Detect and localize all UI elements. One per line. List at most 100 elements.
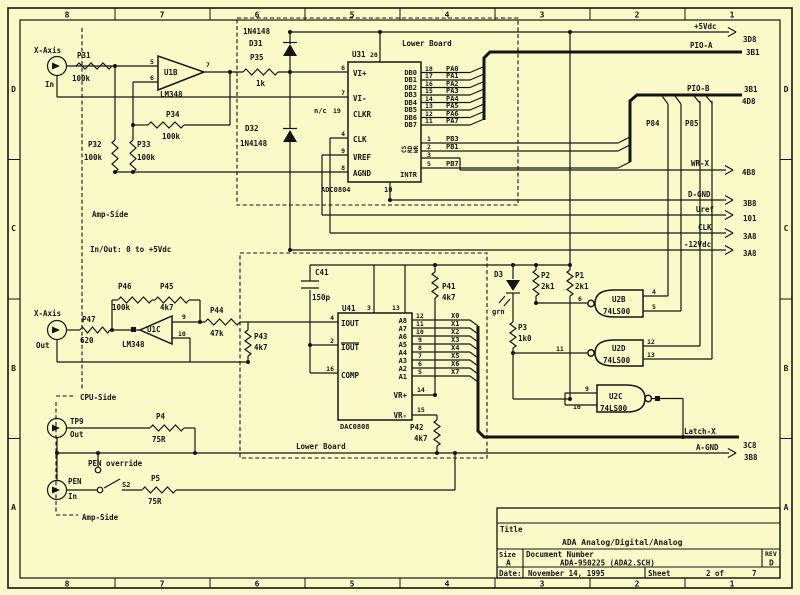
r-p2: P2 (541, 271, 550, 280)
board-boundaries (55, 17, 519, 516)
amp-side-bottom: Amp-Side (82, 513, 119, 522)
dac-a4: A4 (399, 349, 407, 357)
dac-pin16: 16 (326, 365, 334, 373)
net-pa3: PA3 (446, 87, 459, 95)
dac-vrp: VR+ (393, 391, 407, 400)
nand-u2d[interactable] (594, 339, 644, 367)
r-p33-val: 100k (137, 153, 156, 162)
opamp-u1c[interactable] (138, 314, 173, 346)
d31-ref: D31 (249, 39, 263, 48)
connector-tp9[interactable] (46, 417, 68, 439)
resistor-p46[interactable] (117, 296, 153, 304)
dac-a3: A3 (399, 357, 407, 365)
resistor-p31[interactable] (75, 62, 113, 70)
r-p5: P5 (151, 474, 160, 483)
tp9-label: TP9 (70, 417, 84, 426)
dac-pin15: 15 (417, 406, 425, 414)
resistor-p35[interactable] (242, 68, 279, 76)
connector-x-axis-in[interactable] (46, 55, 68, 77)
u1b-pin5: 5 (150, 58, 154, 66)
tp9-sub: Out (70, 430, 84, 439)
size-value: A (506, 559, 511, 568)
resistor-p33[interactable] (129, 139, 137, 173)
resistor-p41[interactable] (430, 271, 440, 299)
zone-bottom-7: 7 (160, 580, 165, 589)
resistor-p1[interactable] (565, 269, 575, 297)
r-p46: P46 (118, 282, 132, 291)
led-d3[interactable] (506, 280, 520, 291)
resistor-p34[interactable] (147, 121, 185, 129)
connector-pen-in[interactable] (46, 479, 68, 501)
resistor-p32[interactable] (111, 139, 119, 173)
net-pio-a: PIO-A (690, 41, 713, 50)
junction-dot (511, 263, 515, 267)
u2d-pin12: 12 (647, 338, 655, 346)
adc-p3: 3 (427, 151, 431, 159)
r-p3-val: 1k0 (518, 334, 532, 343)
adc-db1: DB1 (404, 76, 417, 84)
ref-12vdc: 3A8 (743, 249, 757, 258)
diode-d32[interactable] (283, 130, 297, 142)
r-p2-val: 2k1 (541, 282, 555, 291)
zone-bottom-8: 8 (65, 580, 70, 589)
net-a-gnd: A-GND (696, 443, 719, 452)
zone-left-C: C (11, 224, 16, 233)
dac-p8: 8 (418, 344, 422, 352)
adc-db7: DB7 (404, 121, 417, 129)
d3-ref: D3 (494, 270, 504, 279)
switch-s2-terminal[interactable] (96, 486, 104, 494)
adc-pin19: 19 (333, 107, 341, 115)
junction-dot (568, 30, 572, 34)
zone-left-A: A (11, 503, 16, 512)
pen-override-terminal[interactable] (94, 466, 102, 474)
resistor-p45[interactable] (154, 296, 190, 304)
adc0804-body[interactable] (347, 61, 422, 183)
opamp-u1c-output-marker (131, 327, 136, 332)
pio-b-bus (628, 93, 742, 162)
net-pa2: PA2 (446, 80, 459, 88)
r-p47: P47 (82, 315, 96, 324)
ref-pio-b1: 3B1 (744, 85, 758, 94)
adc-cs: CS (401, 145, 408, 153)
dac0808-body[interactable] (337, 312, 413, 421)
nand-u2b[interactable] (594, 289, 644, 318)
opamp-u1b[interactable] (157, 54, 207, 92)
resistor-p3[interactable] (508, 321, 518, 349)
resistor-p44[interactable] (204, 318, 241, 326)
connector-x-axis-out[interactable] (46, 319, 68, 341)
title-block: Title ADA Analog/Digital/Analog Size A D… (496, 507, 781, 579)
net-pio-b: PIO-B (687, 84, 710, 93)
adc-part: ADC0804 (321, 186, 351, 194)
junction-dot (568, 263, 572, 267)
adc-clkr: CLKR (353, 110, 372, 119)
r-p41-val: 4k7 (442, 293, 456, 302)
u2d-pin11: 11 (556, 345, 564, 353)
junction-dot (198, 320, 202, 324)
resistor-p47[interactable] (79, 326, 111, 334)
dac-p10: 10 (416, 328, 424, 336)
diode-d31[interactable] (283, 44, 297, 56)
ref-d-gnd: 3B8 (743, 199, 757, 208)
d3-color: grn (492, 308, 505, 316)
junction-dot (55, 451, 59, 455)
adc-pin7: 7 (341, 89, 345, 97)
resistor-p43[interactable] (243, 329, 253, 357)
u1b-pin6: 6 (150, 74, 154, 82)
adc-p17: 17 (425, 72, 433, 80)
resistor-p2[interactable] (531, 269, 541, 297)
resistor-p5[interactable] (141, 486, 177, 494)
adc-db2: DB2 (404, 84, 417, 92)
net-clk: CLK (698, 223, 712, 232)
adc-intr: INTR (400, 171, 418, 179)
resistor-p42[interactable] (432, 419, 442, 447)
resistor-p4[interactable] (149, 424, 185, 432)
nand-u2c-output-marker (655, 396, 660, 401)
dac-p6: 6 (418, 360, 422, 368)
x-axis-in-sub: In (45, 80, 54, 89)
u2b-pin4: 4 (652, 288, 656, 296)
junction-dot (534, 263, 538, 267)
inout-range: In/Out: 0 to +5Vdc (90, 245, 171, 254)
adc-p1: 1 (427, 135, 431, 143)
r-p5-val: 75R (148, 497, 162, 506)
